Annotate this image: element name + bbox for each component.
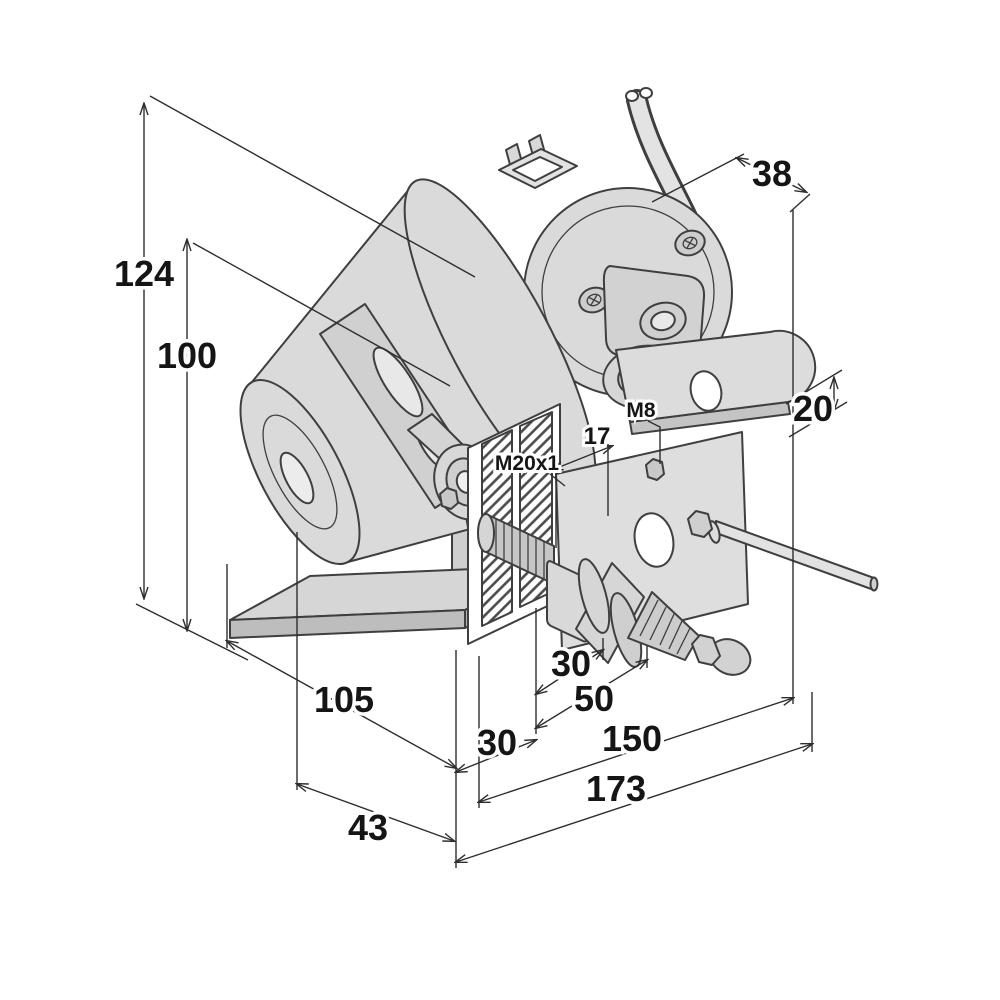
dim-line-173 — [456, 744, 812, 862]
dim-label-30-shaft: 30 — [551, 643, 591, 684]
extension-line — [789, 193, 811, 213]
dim-line-38 — [737, 158, 806, 192]
dim-label-100: 100 — [157, 335, 217, 376]
dim-label-105: 105 — [314, 679, 374, 720]
dimension-lines — [135, 95, 848, 868]
dim-label-50: 50 — [574, 678, 614, 719]
plate-hole — [633, 512, 675, 568]
extension-line — [651, 153, 745, 203]
wheel-bolt — [439, 487, 459, 510]
m8-bolt — [645, 458, 665, 481]
dim-label-150: 150 — [602, 718, 662, 759]
rod-bolt-head — [687, 510, 713, 538]
link-rod — [687, 510, 879, 592]
dim-line-105 — [227, 641, 456, 768]
rod-end — [869, 576, 879, 592]
dim-line-43 — [297, 784, 454, 841]
thread-label-m8: M8 — [626, 399, 655, 422]
lug-nut-inner — [650, 310, 676, 332]
thread-label-m20x1: M20x1 — [495, 452, 560, 475]
dim-label-173: 173 — [586, 768, 646, 809]
dim-label-17: 17 — [584, 423, 611, 450]
leader-m8 — [647, 420, 661, 464]
clamp-slot — [372, 346, 424, 418]
cap-slot — [279, 451, 315, 505]
sleeve-end — [477, 513, 495, 553]
connector-terminals — [498, 134, 578, 189]
dim-label-20: 20 — [793, 388, 833, 429]
dim-label-124: 124 — [114, 253, 174, 294]
extension-line — [785, 369, 843, 405]
extension-line — [149, 95, 476, 278]
wire-end — [625, 90, 639, 102]
dim-label-30-bracket: 30 — [477, 722, 517, 763]
output-shaft — [477, 513, 752, 676]
leader-m20 — [549, 473, 566, 487]
knurled-cone — [627, 591, 700, 661]
extension-line — [192, 242, 451, 387]
dim-line-17 — [552, 446, 612, 470]
wire-end — [639, 87, 653, 99]
bar-hole — [689, 370, 723, 412]
dimension-labels: 124 100 38 20 M8 17 M20x1 30 50 30 150 1… — [110, 150, 836, 852]
dim-label-38: 38 — [752, 153, 792, 194]
link-bar — [615, 329, 817, 481]
shaft-hex-nut — [691, 634, 721, 666]
dim-label-43: 43 — [348, 807, 388, 848]
terminal-slot — [512, 156, 563, 182]
